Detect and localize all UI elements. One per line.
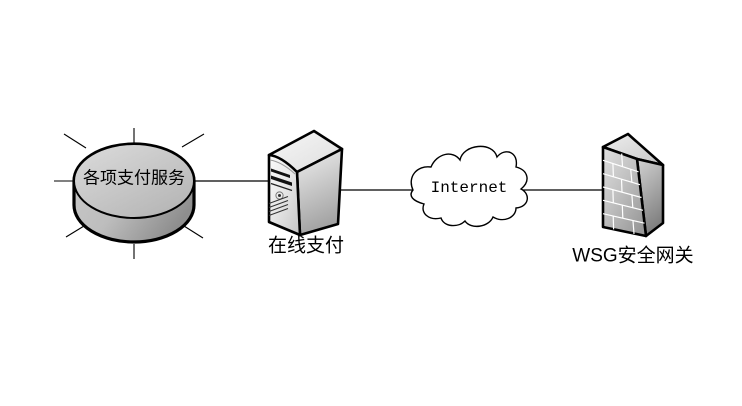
ray-bottom-right: [183, 225, 204, 239]
internet-label: Internet: [431, 179, 508, 197]
connectors: [195, 180, 604, 191]
server-bezel-line: [269, 159, 296, 175]
server-drive-slot: [271, 168, 290, 178]
payment-services-label: 各项支付服务: [83, 169, 185, 188]
server-power-dot: [278, 194, 281, 197]
internet-cloud-icon: Internet: [410, 145, 528, 228]
ray-top-left: [63, 133, 87, 149]
disk-top-face: [73, 143, 195, 219]
sun-rays-icon: [54, 128, 205, 259]
cloud-outline: [410, 145, 528, 228]
ray-top-right: [181, 133, 205, 148]
server-panel-line: [270, 182, 293, 192]
firewall-icon: [601, 132, 665, 238]
disk-icon: [72, 142, 196, 244]
server-icon: [267, 129, 344, 237]
payment-services-node: 各项支付服务: [54, 128, 205, 259]
server-vent-lines: [268, 196, 289, 216]
server-front-face: [267, 153, 302, 237]
ray-bottom-left: [65, 225, 85, 238]
online-payment-label: 在线支付: [268, 235, 344, 257]
wsg-gateway-label: WSG安全网关: [572, 245, 693, 267]
server-drive-slot: [271, 175, 292, 186]
firewall-brick-lines: [602, 153, 645, 234]
